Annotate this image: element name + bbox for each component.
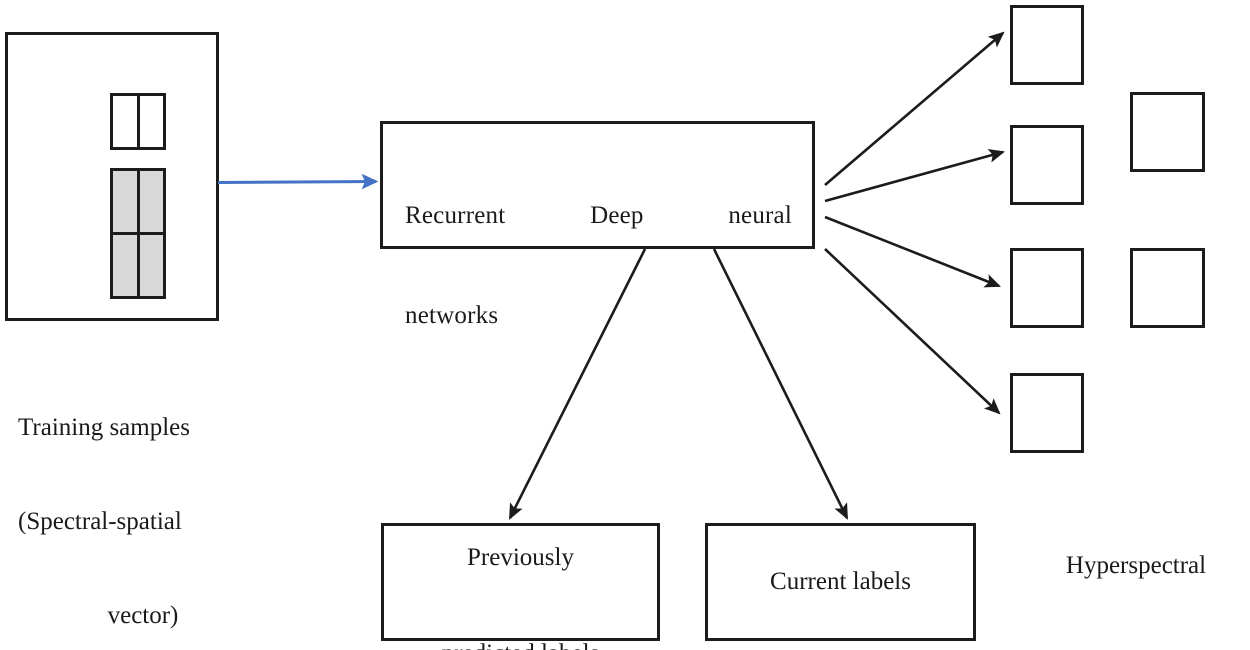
fanout-arrow-1	[824, 31, 1005, 186]
model-text-line-2: networks	[405, 302, 499, 329]
hyperspectral-image-square-2	[1010, 125, 1084, 205]
previously-predicted-labels-box: Previously predicted labels	[381, 523, 660, 650]
patch-cell	[113, 96, 137, 147]
training-samples-caption: Training samples (Spectral-spatial vecto…	[18, 357, 268, 650]
fanout-arrow-3	[824, 215, 1001, 288]
hyperspectral-image-square-4	[1010, 248, 1084, 328]
current-labels-text: Current labels	[770, 568, 911, 595]
hyper-caption-line-1: Hyperspectral	[1065, 552, 1207, 579]
recurrent-deep-neural-networks-box: Recurrent Deep neural networks	[380, 121, 815, 329]
patch-cell	[113, 235, 137, 296]
caption-line-1: Training samples	[18, 414, 190, 441]
hyper-caption-line-2: images	[1101, 646, 1172, 650]
prev-label-line-1: Previously	[467, 544, 574, 571]
current-labels-box: Current labels	[705, 523, 976, 641]
previously-predicted-labels-text: Previously predicted labels	[384, 486, 657, 650]
spectral-patch-top	[110, 93, 166, 150]
hyperspectral-image-square-3	[1130, 92, 1205, 172]
caption-line-2: (Spectral-spatial	[18, 508, 182, 535]
caption-line-3: vector)	[107, 602, 179, 629]
input-arrow	[217, 173, 379, 190]
spectral-patch-bottom	[110, 168, 166, 299]
fanout-arrow-2	[824, 148, 1006, 203]
hyperspectral-images-caption: Hyperspectral images	[1022, 495, 1250, 650]
patch-cell	[139, 96, 163, 147]
patch-cell	[139, 171, 163, 232]
model-box-text: Recurrent Deep neural networks	[405, 141, 792, 341]
fanout-arrow-4	[824, 248, 1001, 415]
model-text-line-1: Recurrent Deep neural	[405, 202, 792, 229]
hyperspectral-image-square-6	[1010, 373, 1084, 453]
hyperspectral-image-square-1	[1010, 5, 1084, 85]
patch-cell	[139, 235, 163, 296]
patch-cell	[113, 171, 137, 232]
hyperspectral-image-square-5	[1130, 248, 1205, 328]
prev-label-line-2: predicted labels	[442, 640, 600, 650]
